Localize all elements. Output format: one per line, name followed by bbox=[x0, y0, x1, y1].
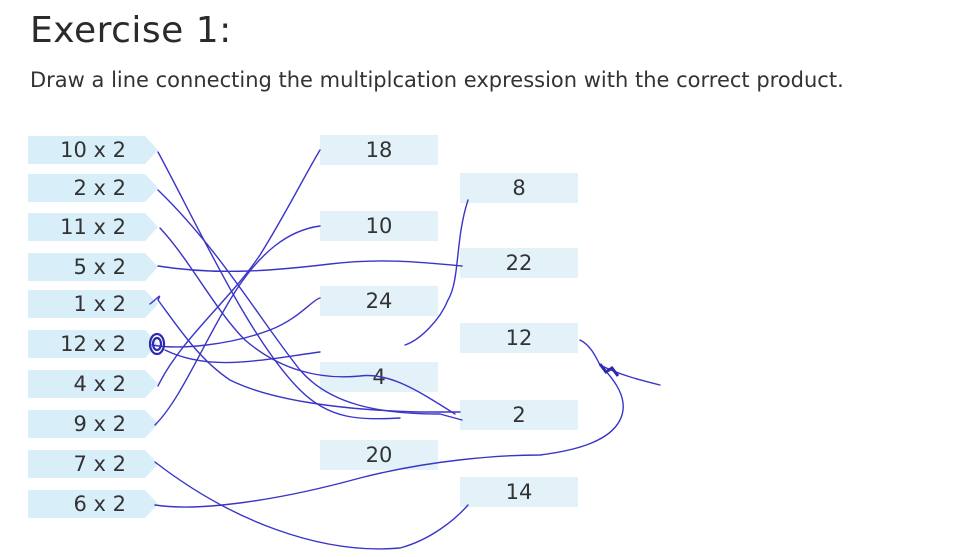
product-box-4[interactable]: 4 bbox=[320, 362, 438, 392]
product-label: 24 bbox=[365, 289, 393, 313]
expression-box-4x2[interactable]: 4 x 2 bbox=[28, 370, 158, 398]
product-label: 14 bbox=[505, 480, 533, 504]
expression-box-5x2[interactable]: 5 x 2 bbox=[28, 253, 158, 281]
expression-label: 12 x 2 bbox=[60, 332, 126, 356]
expression-box-2x2[interactable]: 2 x 2 bbox=[28, 174, 158, 202]
product-box-8[interactable]: 8 bbox=[460, 173, 578, 203]
product-label: 10 bbox=[365, 214, 393, 238]
pen-stroke bbox=[599, 364, 661, 386]
pen-stroke bbox=[157, 260, 463, 273]
expression-box-7x2[interactable]: 7 x 2 bbox=[28, 450, 158, 478]
product-box-2[interactable]: 2 bbox=[460, 400, 578, 430]
exercise-title: Exercise 1: bbox=[30, 10, 232, 51]
pen-stroke bbox=[164, 349, 321, 364]
expression-label: 9 x 2 bbox=[73, 412, 127, 436]
expression-label: 2 x 2 bbox=[73, 176, 127, 200]
product-label: 4 bbox=[372, 365, 386, 389]
pen-stroke bbox=[154, 225, 321, 426]
product-label: 2 bbox=[512, 403, 526, 427]
product-label: 12 bbox=[505, 326, 533, 350]
pen-scribble bbox=[598, 363, 620, 377]
expression-label: 4 x 2 bbox=[73, 372, 127, 396]
product-box-14[interactable]: 14 bbox=[460, 477, 578, 507]
pen-stroke bbox=[157, 149, 321, 387]
expression-box-11x2[interactable]: 11 x 2 bbox=[28, 213, 158, 241]
expression-label: 11 x 2 bbox=[60, 215, 126, 239]
expression-label: 6 x 2 bbox=[73, 492, 127, 516]
product-label: 20 bbox=[365, 443, 393, 467]
product-label: 8 bbox=[512, 176, 526, 200]
product-box-20[interactable]: 20 bbox=[320, 440, 438, 470]
exercise-instruction: Draw a line connecting the multiplcation… bbox=[30, 68, 844, 92]
pen-stroke bbox=[151, 297, 321, 348]
product-box-10[interactable]: 10 bbox=[320, 211, 438, 241]
product-box-22[interactable]: 22 bbox=[460, 248, 578, 278]
expression-box-10x2[interactable]: 10 x 2 bbox=[28, 136, 158, 164]
expression-box-6x2[interactable]: 6 x 2 bbox=[28, 490, 158, 518]
product-box-12[interactable]: 12 bbox=[460, 323, 578, 353]
product-box-24[interactable]: 24 bbox=[320, 286, 438, 316]
expression-box-9x2[interactable]: 9 x 2 bbox=[28, 410, 158, 438]
expression-label: 5 x 2 bbox=[73, 255, 127, 279]
product-label: 22 bbox=[505, 251, 533, 275]
expression-box-12x2[interactable]: 12 x 2 bbox=[28, 330, 158, 358]
product-box-18[interactable]: 18 bbox=[320, 135, 438, 165]
expression-box-1x2[interactable]: 1 x 2 bbox=[28, 290, 158, 318]
expression-label: 10 x 2 bbox=[60, 138, 126, 162]
expression-label: 1 x 2 bbox=[73, 292, 127, 316]
pen-stroke bbox=[154, 461, 469, 550]
product-label: 18 bbox=[365, 138, 393, 162]
expression-label: 7 x 2 bbox=[73, 452, 127, 476]
